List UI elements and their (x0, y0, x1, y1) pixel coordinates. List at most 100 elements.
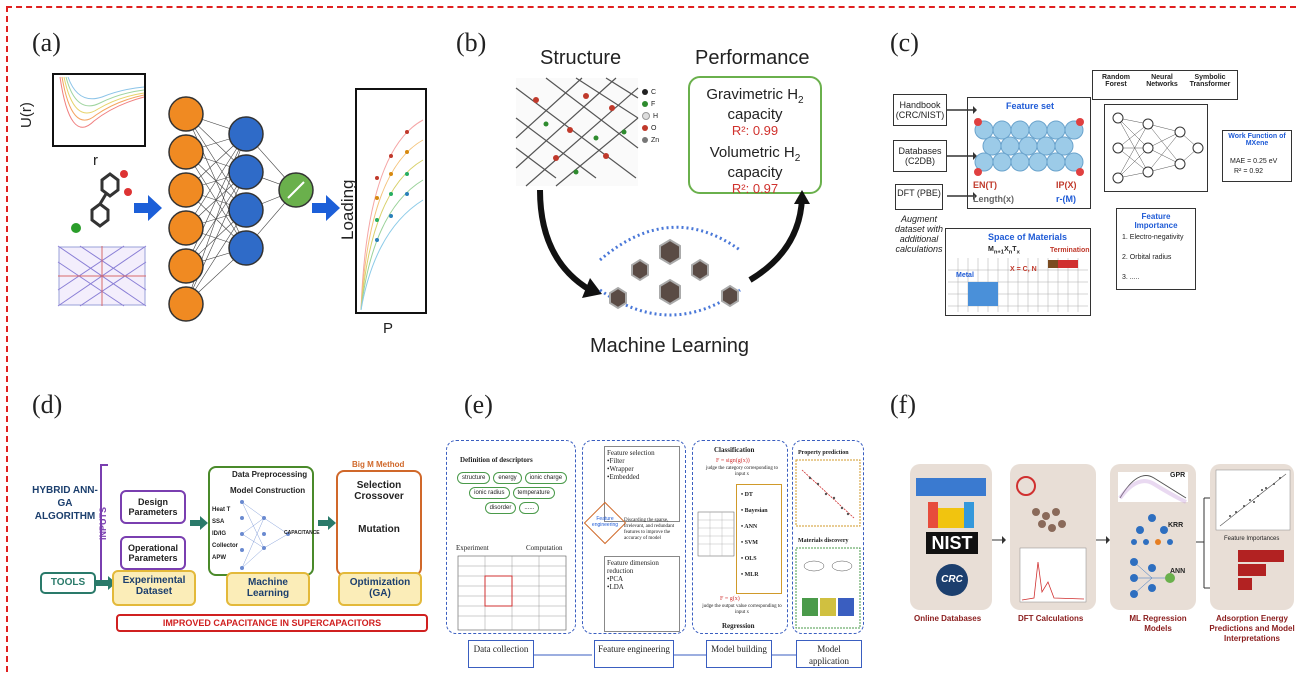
u-axis-label: U(r) (18, 102, 35, 128)
work-function-box (1222, 130, 1292, 182)
arrow-icon (318, 516, 336, 530)
stage-online-databases: Online Databases (914, 614, 982, 623)
discard-note: Discarding the sparse, irrelevant, and r… (624, 518, 675, 541)
panel-label-f: (f) (890, 390, 916, 419)
stage-model-application: Model application (796, 640, 862, 668)
capacitance-label: CAPACITANCE (284, 530, 320, 536)
panel-a: (a) U(r) r (0, 0, 430, 340)
panel-f: (f) NIST CRC Online Databases DFT Calcul… (870, 360, 1300, 670)
performance-box: Gravimetric H2 capacity R²: 0.99 Volumet… (688, 76, 822, 196)
improved-capacitance-box: IMPROVED CAPACITANCE IN SUPERCAPACITORS (116, 614, 428, 632)
feature-set-title: Feature set (1006, 101, 1055, 111)
feature-eng-diamond-label: Feature engineering (591, 516, 619, 528)
dft-images (1016, 476, 1087, 603)
model-application-column (792, 440, 864, 634)
materials-discovery-image (795, 547, 861, 629)
isotherm-curves (360, 119, 424, 311)
stage-arrows (534, 654, 796, 656)
model-construction-label: Model Construction (230, 486, 306, 495)
def-descriptors-title: Definition of descriptors (460, 456, 533, 464)
handbook-box: Handbook (CRC/NIST) (893, 94, 947, 126)
augment-note: Augment dataset with additional calculat… (894, 214, 944, 254)
potential-plot (52, 73, 146, 147)
model-symbolic-transformer: Symbolic Transformer (1189, 74, 1231, 88)
dft-box: DFT (PBE) (895, 184, 943, 210)
feature-ip: IP(X) (1056, 180, 1077, 190)
experimental-dataset-box: Experimental Dataset (112, 570, 196, 606)
descriptors-column (446, 440, 576, 634)
panel-label-e: (e) (464, 390, 493, 419)
machine-learning-box: Machine Learning (226, 572, 310, 606)
atomic-spheres-image (974, 118, 1084, 176)
panel-label-d: (d) (32, 390, 63, 419)
framework-lattice-image (57, 245, 147, 307)
databases-box: Databases (C2DB) (893, 140, 947, 172)
periodic-table-grid (948, 258, 1088, 312)
prediction-scatter-image (795, 459, 861, 527)
ml-model-images (1118, 472, 1188, 598)
krr-label: KRR (1168, 522, 1184, 529)
classification-title: Classification (714, 446, 755, 454)
panel-c: (c) Handbook (CRC/NIST) Databases (C2DB)… (860, 0, 1300, 340)
p-axis-label: P (383, 320, 394, 337)
hybrid-algorithm-label: HYBRID ANN-GA ALGORITHM (32, 485, 98, 522)
ml-cycle-diagram (537, 189, 810, 317)
stage-feature-engineering: Feature engineering (594, 640, 674, 668)
panel-d: (d) HYBRID ANN-GA ALGORITHM INPUTS Desig… (0, 360, 440, 670)
work-function-title: Work Function of MXene (1228, 133, 1286, 147)
dimension-reduction-box: Feature dimension reduction•PCA•LDA (604, 556, 680, 632)
f-sign-formula: F = sign(g(x)) (716, 458, 750, 464)
judge-output-note: judge the output value corresponding to … (702, 604, 782, 615)
importance-bars-image (1238, 550, 1284, 590)
arrow-icon (312, 195, 340, 221)
neural-network-diagram (168, 96, 314, 322)
optimization-box: Selection Crossover Mutation (336, 470, 422, 576)
models-box (1092, 70, 1238, 100)
fi-item-1: 1. Electro-negativity (1122, 234, 1184, 241)
arrow-icon (134, 195, 162, 221)
computation-label: Computation (526, 544, 563, 552)
mxene-formula: Mn+1XnTx (988, 246, 1020, 256)
data-table-image (457, 555, 567, 631)
branch-arrows (1196, 497, 1214, 589)
work-function-r2: R² = 0.92 (1234, 168, 1263, 175)
gpr-label: GPR (1170, 472, 1186, 479)
work-function-mae: MAE = 0.25 eV (1230, 158, 1278, 165)
stage-dft-calculations: DFT Calculations (1018, 614, 1084, 623)
regression-title: Regression (722, 622, 755, 630)
panel-e: (e) Definition of descriptors structure … (440, 360, 870, 670)
operational-parameters-box: Operational Parameters (120, 536, 186, 570)
structure-title: Structure (540, 47, 622, 69)
panel-label-c: (c) (890, 28, 919, 57)
arrow-icon (96, 576, 116, 590)
feature-rm: r-(M) (1056, 194, 1076, 204)
materials-discovery-title: Materials discovery (798, 538, 849, 544)
data-preprocessing-label: Data Preprocessing (232, 470, 308, 479)
arrow-icon (1096, 536, 1110, 544)
crystal-structure-image (515, 77, 639, 187)
feature-engineering-column (582, 440, 686, 634)
feature-set-box (967, 97, 1091, 209)
performance-title: Performance (695, 47, 810, 69)
stage-data-collection: Data collection (468, 640, 534, 668)
property-prediction-title: Property prediction (798, 450, 849, 456)
feature-length: Length(x) (973, 194, 1014, 204)
potential-curves (59, 76, 145, 128)
dashed-frame (6, 6, 1296, 672)
fi-item-2: 2. Orbital radius (1122, 254, 1172, 261)
molecule-image (71, 170, 132, 233)
design-parameters-box: Design Parameters (120, 490, 186, 524)
ann-diagram (240, 500, 290, 570)
big-m-label: Big M Method (352, 460, 405, 469)
nist-logo: NIST (926, 532, 978, 554)
tools-box: TOOLS (40, 572, 96, 594)
panel-label-a: (a) (32, 28, 61, 57)
algorithm-list-box: • DT• Bayesian• ANN• SVM• OLS• MLR (736, 484, 782, 594)
model-random-forest: Random Forest (1102, 74, 1130, 88)
db-logo-banner (916, 478, 986, 496)
space-title: Space of Materials (988, 232, 1068, 242)
inputs-label: INPUTS (98, 506, 108, 540)
xcn-label: X = C, N (1010, 266, 1037, 273)
feature-importance-box (1116, 208, 1196, 290)
